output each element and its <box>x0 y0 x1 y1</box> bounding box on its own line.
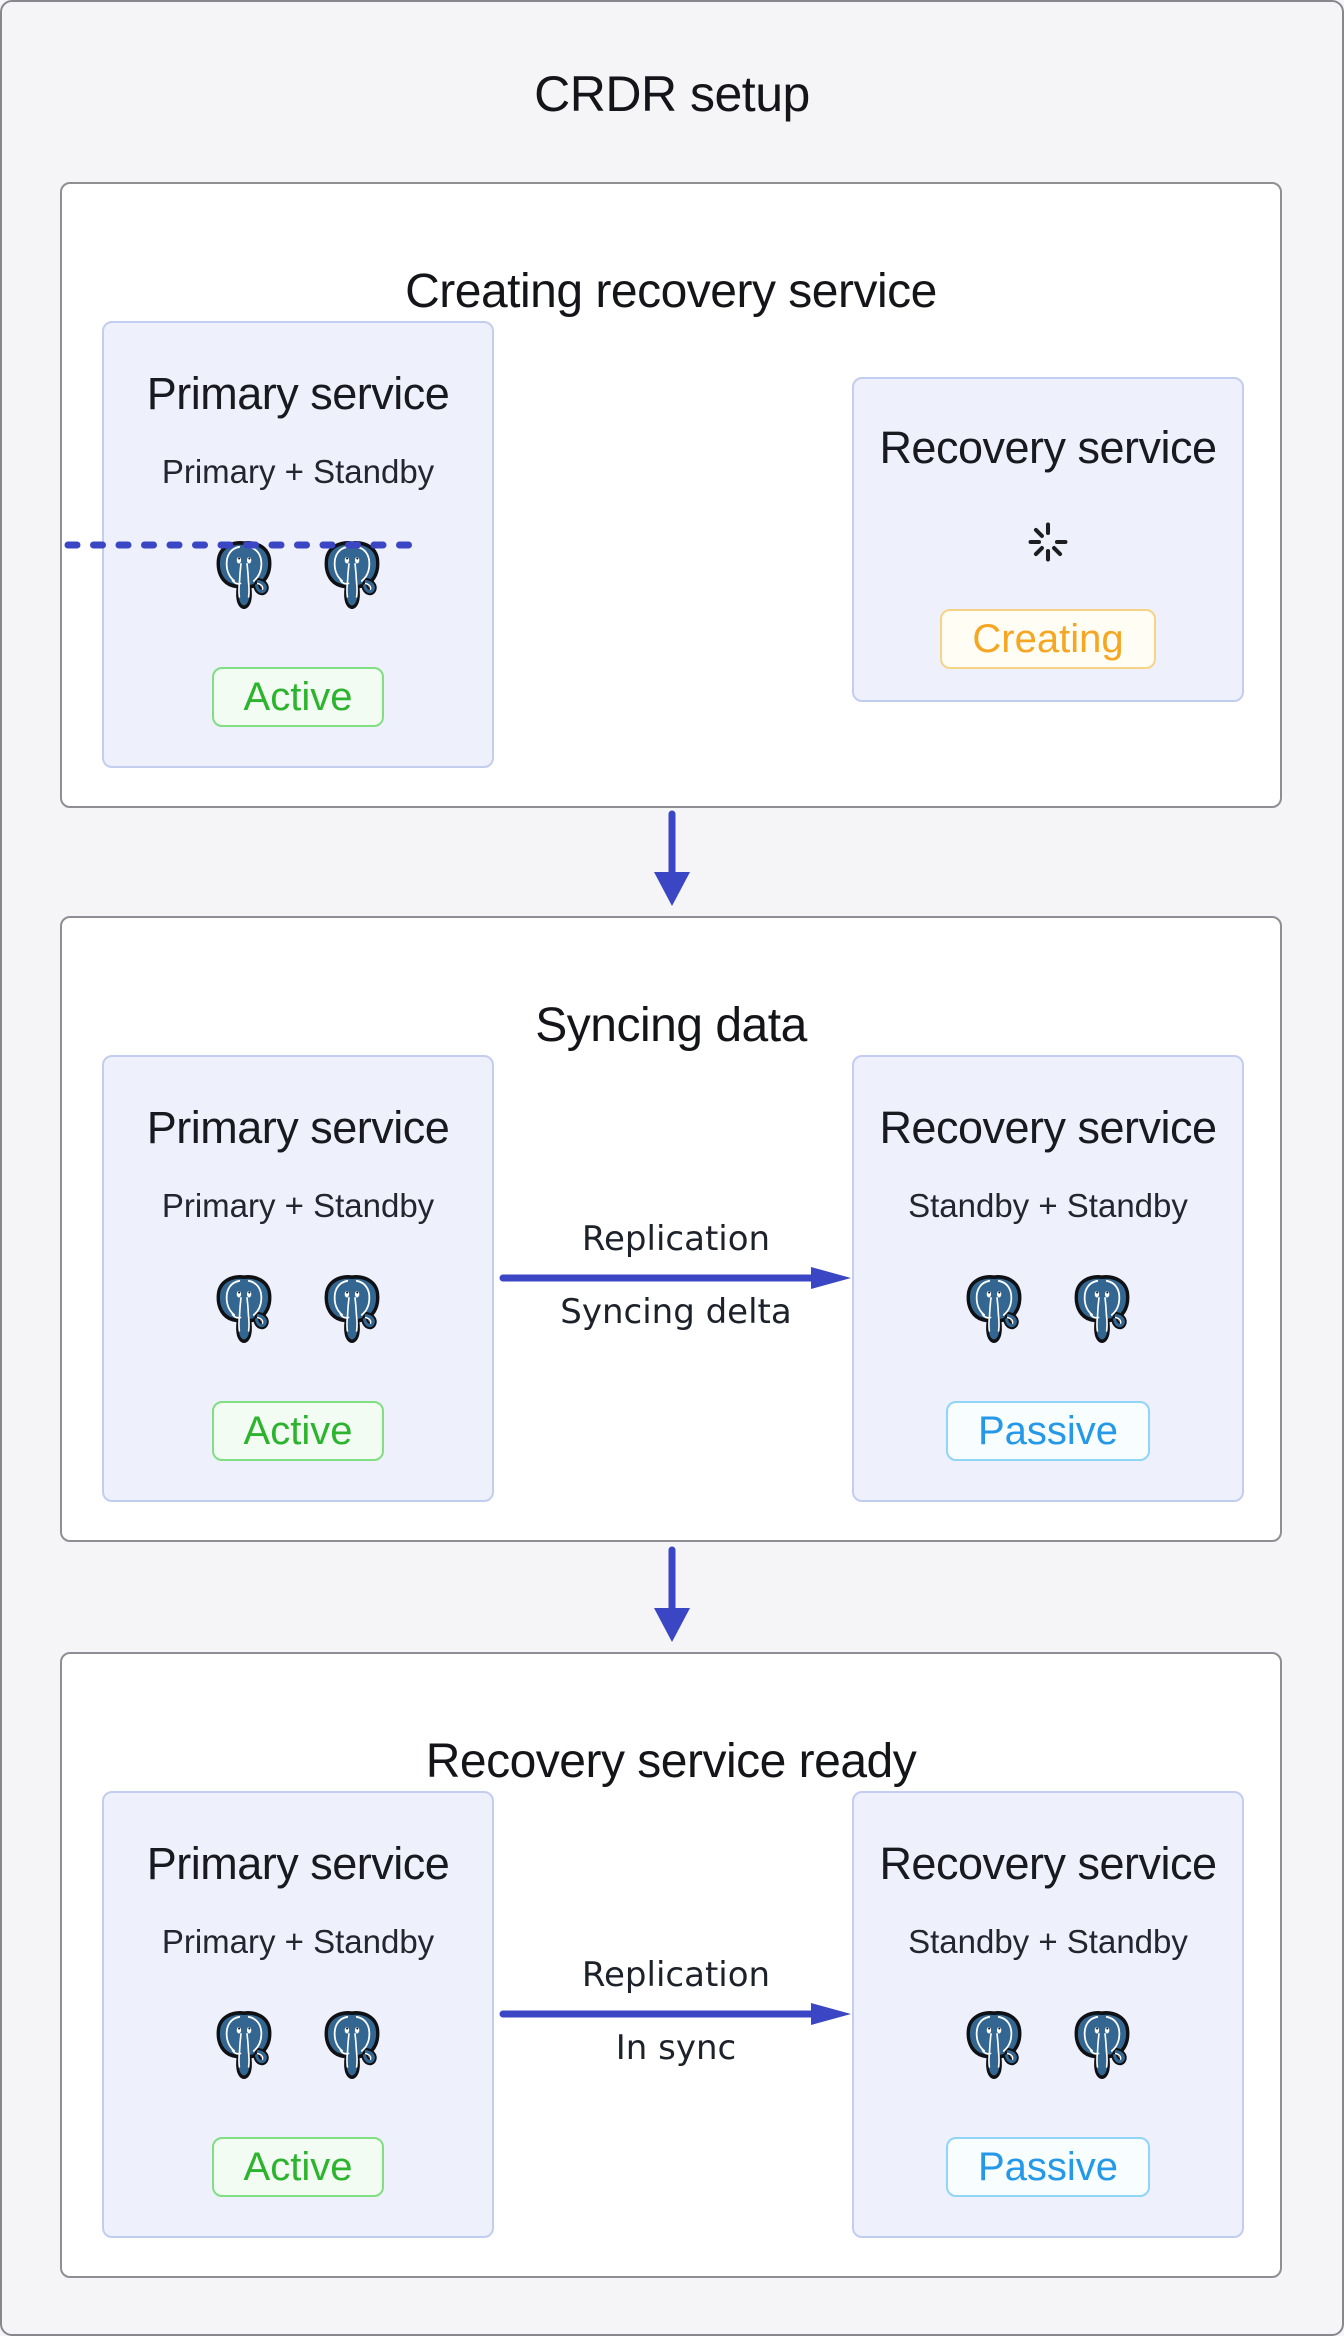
primary-service-card: Primary service Primary + Standby Active <box>102 1791 494 2238</box>
status-badge-active: Active <box>211 1401 385 1461</box>
stage-creating-recovery-service: Creating recovery service Primary servic… <box>60 182 1282 808</box>
replication-label: Replication <box>581 1219 771 1259</box>
postgresql-elephant-icon <box>960 2008 1028 2082</box>
database-instances <box>210 2007 386 2083</box>
postgresql-elephant-icon <box>318 1272 386 1346</box>
replication-dashed-line <box>64 541 414 549</box>
recovery-service-card: Recovery service Standby + Standby Passi… <box>852 1055 1244 1502</box>
card-subtitle: Primary + Standby <box>161 453 435 490</box>
postgresql-elephant-icon <box>1068 1272 1136 1346</box>
postgresql-elephant-icon <box>318 2008 386 2082</box>
page-title: CRDR setup <box>534 66 810 122</box>
database-instances <box>960 2007 1136 2083</box>
replication-connector: Replication Syncing delta <box>499 918 853 1540</box>
card-title: Primary service <box>146 1838 450 1889</box>
recovery-service-card: Recovery service Creating <box>852 377 1244 702</box>
replication-label: Replication <box>581 1955 771 1995</box>
status-badge-active: Active <box>211 2137 385 2197</box>
database-instances <box>210 1271 386 1347</box>
replication-arrow <box>499 1267 851 1289</box>
card-title: Primary service <box>146 368 450 419</box>
stage-header: Syncing data <box>535 998 807 1052</box>
loading-spinner-icon <box>1021 515 1075 569</box>
card-subtitle: Primary + Standby <box>161 1923 435 1960</box>
sync-status-label: Syncing delta <box>560 1292 792 1332</box>
status-badge-passive: Passive <box>945 2137 1151 2197</box>
postgresql-elephant-icon <box>1068 2008 1136 2082</box>
postgresql-elephant-icon <box>960 1272 1028 1346</box>
replication-arrow <box>499 2003 851 2025</box>
card-subtitle: Primary + Standby <box>161 1187 435 1224</box>
postgresql-elephant-icon <box>210 2008 278 2082</box>
sync-status-label: In sync <box>615 2028 737 2068</box>
database-instances <box>960 1271 1136 1347</box>
card-title: Recovery service <box>879 1102 1217 1153</box>
card-title: Recovery service <box>879 422 1217 473</box>
status-badge-passive: Passive <box>945 1401 1151 1461</box>
card-subtitle: Standby + Standby <box>908 1187 1188 1224</box>
status-badge-active: Active <box>211 667 385 727</box>
replication-connector: Replication In sync <box>499 1654 853 2276</box>
card-subtitle: Standby + Standby <box>908 1923 1188 1960</box>
recovery-service-card: Recovery service Standby + Standby Passi… <box>852 1791 1244 2238</box>
flow-down-arrow <box>654 1546 690 1642</box>
flow-down-arrow <box>654 810 690 906</box>
card-title: Recovery service <box>879 1838 1217 1889</box>
card-title: Primary service <box>146 1102 450 1153</box>
stage-syncing-data: Syncing data Primary service Primary + S… <box>60 916 1282 1542</box>
primary-service-card: Primary service Primary + Standby Active <box>102 1055 494 1502</box>
stage-recovery-service-ready: Recovery service ready Primary service P… <box>60 1652 1282 2278</box>
postgresql-elephant-icon <box>210 1272 278 1346</box>
status-badge-creating: Creating <box>940 609 1156 669</box>
stage-header: Recovery service ready <box>425 1734 917 1788</box>
stage-header: Creating recovery service <box>405 264 937 318</box>
